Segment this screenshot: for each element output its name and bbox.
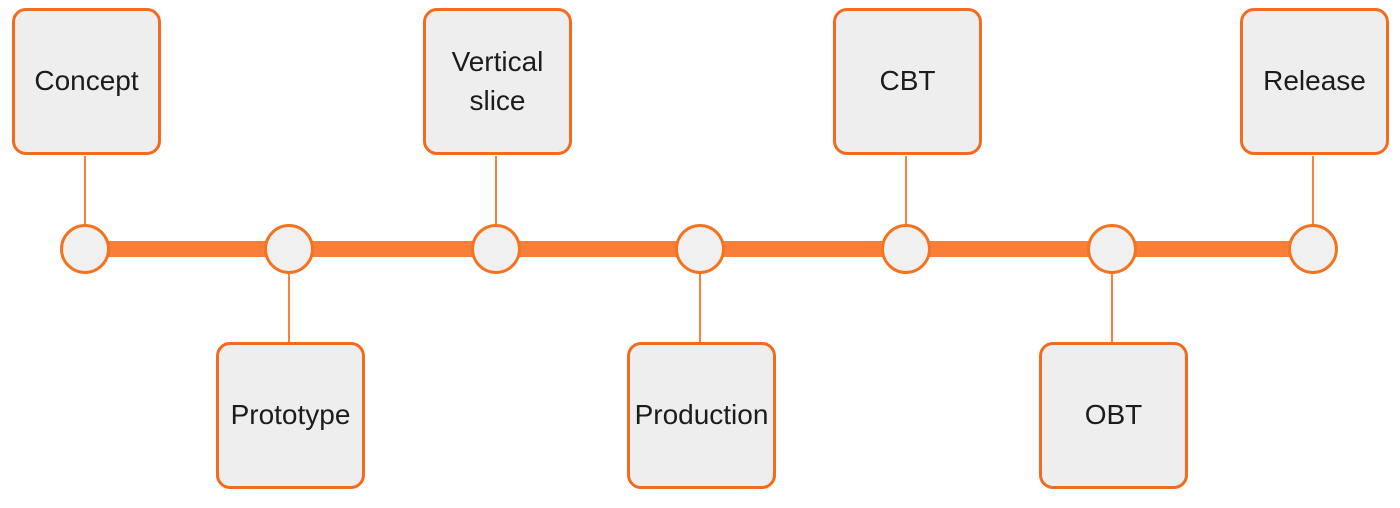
- milestone-label: Concept: [34, 65, 139, 97]
- connector-line: [495, 156, 497, 226]
- timeline-node: [471, 224, 521, 274]
- milestone-box-obt: OBT: [1039, 342, 1188, 489]
- milestone-box-production: Production: [627, 342, 776, 489]
- milestone-label: Prototype: [230, 399, 351, 431]
- milestone-label: OBT: [1084, 399, 1143, 431]
- connector-line: [288, 272, 290, 342]
- milestone-box-release: Release: [1240, 8, 1389, 155]
- timeline-node: [1288, 224, 1338, 274]
- milestone-label: Production: [634, 399, 769, 431]
- timeline-node: [60, 224, 110, 274]
- connector-line: [699, 272, 701, 342]
- timeline-node: [264, 224, 314, 274]
- connector-line: [84, 156, 86, 226]
- timeline-node: [881, 224, 931, 274]
- timeline-node: [675, 224, 725, 274]
- milestone-label: Vertical slice: [451, 45, 544, 116]
- milestone-label: Release: [1263, 65, 1366, 97]
- milestone-box-concept: Concept: [12, 8, 161, 155]
- milestone-box-vertical-slice: Vertical slice: [423, 8, 572, 155]
- connector-line: [1312, 156, 1314, 226]
- connector-line: [905, 156, 907, 226]
- milestone-label: CBT: [879, 65, 936, 97]
- timeline-node: [1087, 224, 1137, 274]
- milestone-box-cbt: CBT: [833, 8, 982, 155]
- connector-line: [1111, 272, 1113, 342]
- milestone-box-prototype: Prototype: [216, 342, 365, 489]
